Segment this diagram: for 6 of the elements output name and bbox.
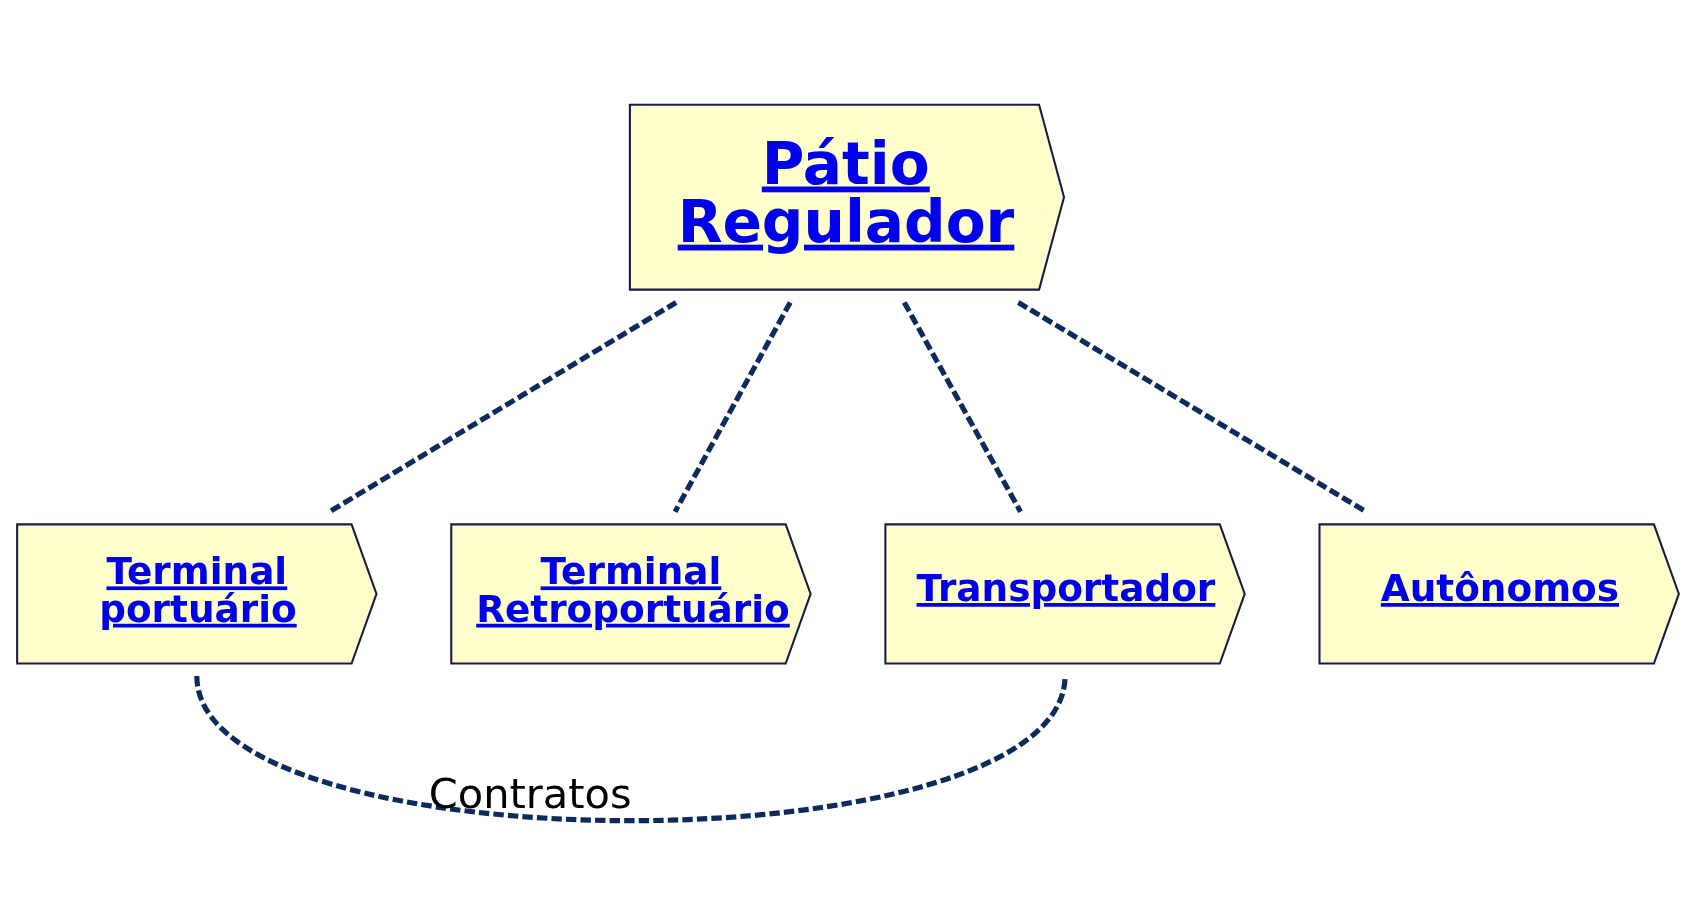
connector: [672, 301, 793, 513]
connector: [1017, 300, 1368, 514]
connector: [194, 675, 1068, 824]
edge-label: Contratos: [428, 769, 632, 819]
connector: [902, 301, 1023, 513]
connector: [328, 300, 678, 514]
